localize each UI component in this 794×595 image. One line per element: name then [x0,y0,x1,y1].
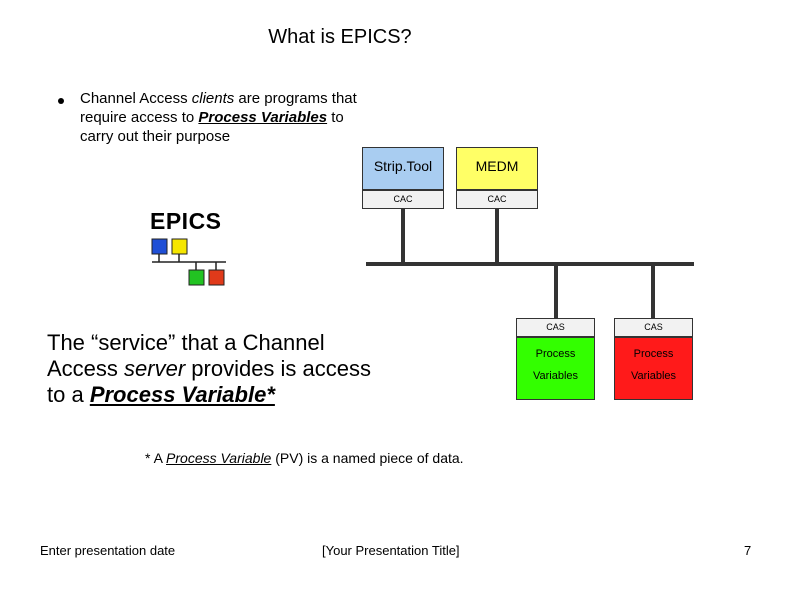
epics-logo-text: EPICS [150,208,222,234]
slide-title: What is EPICS? [268,26,412,48]
network-bus [366,262,694,266]
pv-line: Process [633,348,674,360]
pv-line: Process [535,348,576,360]
footnote-suffix: (PV) is a named piece of data. [271,450,464,466]
server-library: CAS [644,322,663,332]
service-pv-phrase: Process Variable* [89,382,275,407]
bullet-icon [58,98,64,104]
bullet-text: Channel Access clients are programs that… [80,89,370,146]
footer-presentation-title: [Your Presentation Title] [322,543,460,558]
server-library: CAS [546,322,565,332]
client-name: Strip.Tool [373,158,433,174]
client-library: CAC [393,194,413,204]
bullet-middle: are programs that require access to [80,90,357,126]
process-variables-box-red: Process Variables [614,337,693,400]
client-box-striptool: Strip.Tool [362,147,444,190]
footnote: * A Process Variable (PV) is a named pie… [145,450,464,466]
cac-box-striptool: CAC [362,190,444,209]
client-name: MEDM [475,158,519,174]
service-prefix: The “service” that a Channel Access [47,330,325,381]
service-text: The “service” that a Channel Access serv… [47,330,377,408]
logo-square-green [188,269,205,286]
process-variables-box-green: Process Variables [516,337,595,400]
bullet-clients-word: clients [191,90,235,107]
logo-square-yellow [171,238,188,255]
footer-date: Enter presentation date [40,543,176,558]
footer-page-number: 7 [744,543,752,558]
cas-box-1: CAS [516,318,595,337]
client-box-medm: MEDM [456,147,538,190]
logo-square-blue [151,238,168,255]
cas-box-2: CAS [614,318,693,337]
client-connector-line [401,209,405,264]
service-middle: provides is access to a [47,356,372,407]
bullet-pv-phrase: Process Variables [198,109,328,126]
footnote-pv-phrase: Process Variable [166,450,272,466]
bullet-suffix: to carry out their purpose [80,109,344,145]
footnote-prefix: * A [145,450,167,466]
client-connector-line [495,209,499,264]
service-server-word: server [124,356,186,381]
server-connector-line [651,264,655,319]
client-library: CAC [487,194,507,204]
logo-square-red [208,269,225,286]
server-connector-line [554,264,558,319]
bullet-prefix: Channel Access [80,90,192,107]
cac-box-medm: CAC [456,190,538,209]
pv-line: Variables [532,370,579,382]
epics-logo-icon [151,238,226,286]
pv-line: Variables [630,370,677,382]
